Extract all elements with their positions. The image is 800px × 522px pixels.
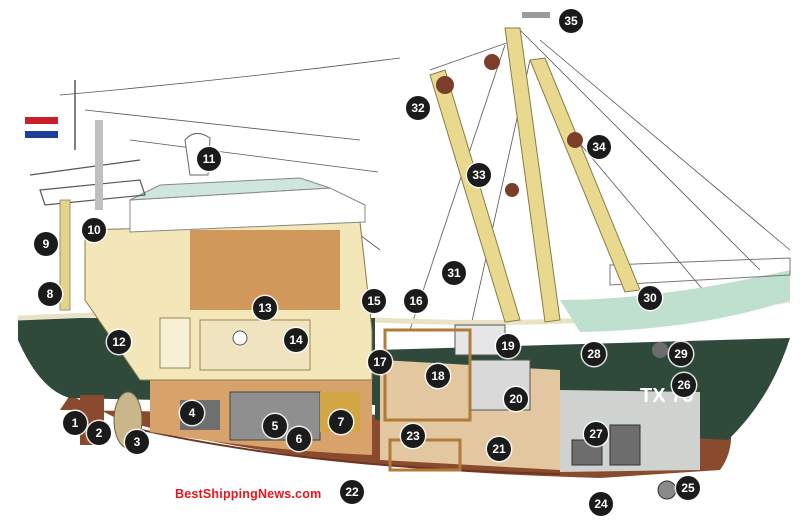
callout-3: 3 (125, 430, 149, 454)
callout-5: 5 (263, 414, 287, 438)
callout-10: 10 (82, 218, 106, 242)
callout-33: 33 (467, 163, 491, 187)
callout-22: 22 (340, 480, 364, 504)
callout-11: 11 (197, 147, 221, 171)
callout-9: 9 (34, 232, 58, 256)
callout-20: 20 (504, 387, 528, 411)
callout-8: 8 (38, 282, 62, 306)
fore-deck (560, 270, 790, 332)
callout-18: 18 (426, 364, 450, 388)
callout-12: 12 (107, 330, 131, 354)
callout-16: 16 (404, 289, 428, 313)
callout-24: 24 (589, 492, 613, 516)
callout-34: 34 (587, 135, 611, 159)
callout-23: 23 (401, 424, 425, 448)
callout-7: 7 (329, 410, 353, 434)
callout-19: 19 (496, 334, 520, 358)
callout-6: 6 (287, 427, 311, 451)
callout-13: 13 (253, 296, 277, 320)
callout-25: 25 (676, 476, 700, 500)
derrick (429, 27, 641, 323)
flag (25, 117, 58, 138)
callout-31: 31 (442, 261, 466, 285)
callout-1: 1 (63, 411, 87, 435)
callout-26: 26 (672, 373, 696, 397)
callout-15: 15 (362, 289, 386, 313)
callout-35: 35 (559, 9, 583, 33)
callout-32: 32 (406, 96, 430, 120)
callout-29: 29 (669, 342, 693, 366)
callout-4: 4 (180, 401, 204, 425)
callout-14: 14 (284, 328, 308, 352)
rigging-lines (59, 29, 791, 331)
callout-21: 21 (487, 437, 511, 461)
callout-28: 28 (582, 342, 606, 366)
callout-30: 30 (638, 286, 662, 310)
callout-27: 27 (584, 422, 608, 446)
callout-17: 17 (368, 350, 392, 374)
callout-2: 2 (87, 421, 111, 445)
watermark-text: BestShippingNews.com (175, 487, 322, 501)
